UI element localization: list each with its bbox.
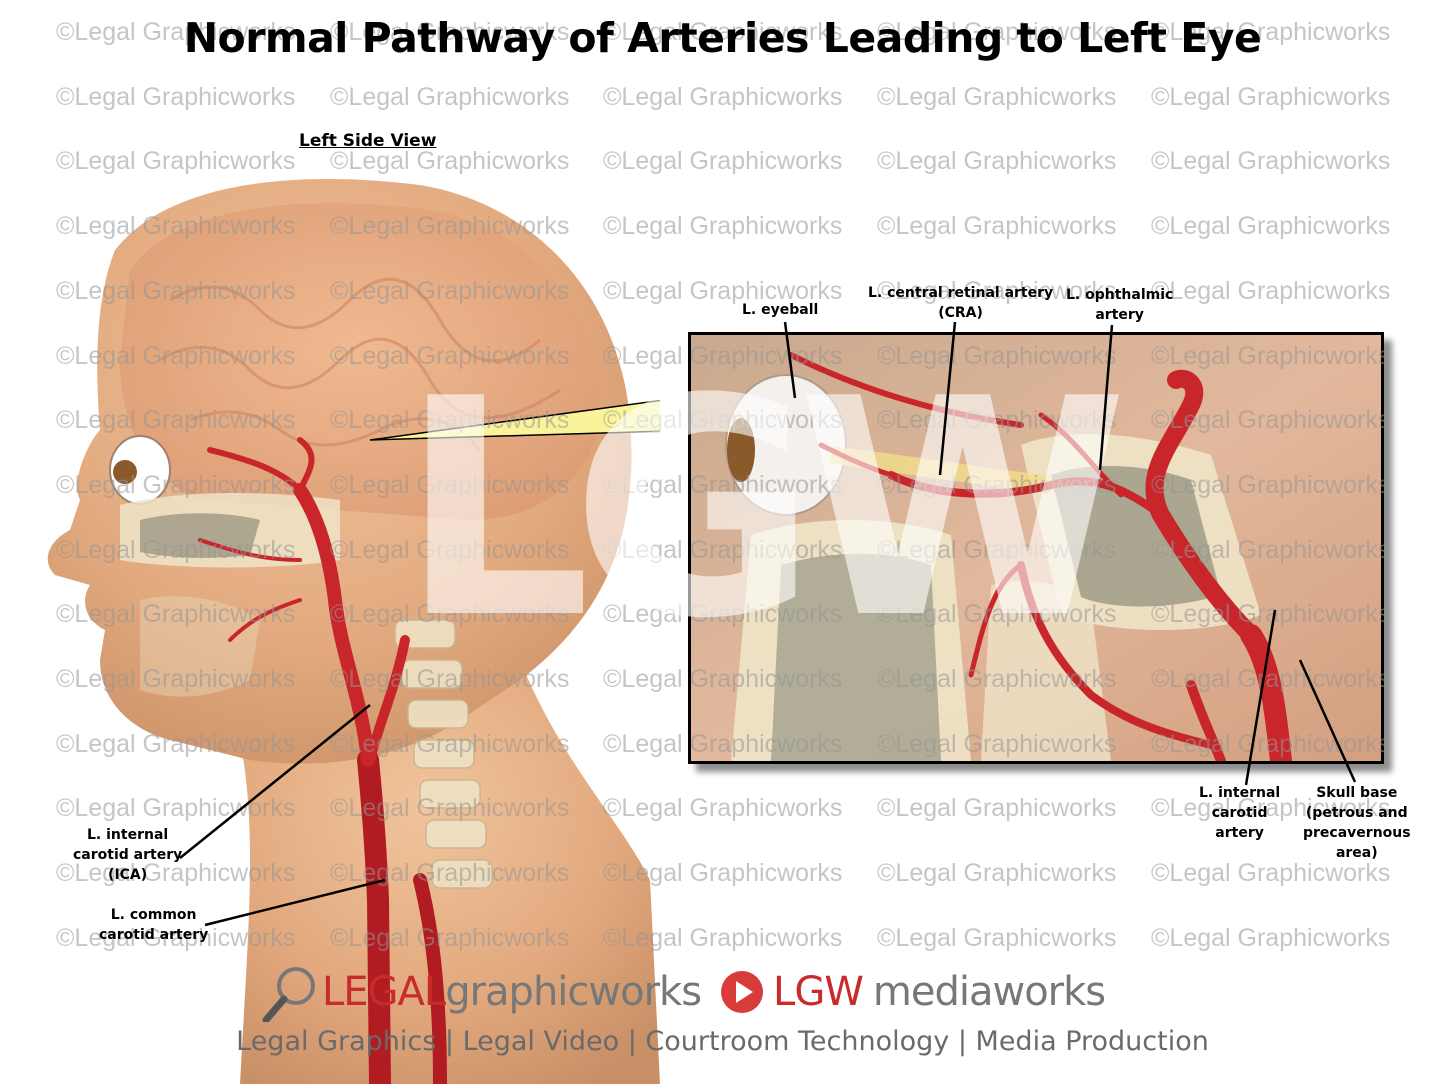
watermark-text: ©Legal Graphicworks bbox=[1151, 212, 1391, 241]
watermark-text: ©Legal Graphicworks bbox=[877, 82, 1117, 111]
zoom-pointer bbox=[369, 399, 660, 441]
watermark-text: ©Legal Graphicworks bbox=[330, 82, 570, 111]
brand-mediaworks: mediaworks bbox=[872, 969, 1106, 1015]
label-internal-carotid-right: L. internal carotid artery bbox=[1199, 785, 1281, 841]
cervical-spine bbox=[394, 619, 493, 889]
label-internal-carotid-left: L. internal carotid artery (ICA) bbox=[73, 827, 183, 883]
label-skull-base: Skull base (petrous and precavernous are… bbox=[1303, 785, 1411, 861]
watermark-text: ©Legal Graphicworks bbox=[877, 923, 1117, 952]
label-central-retinal-artery: L. central retinal artery (CRA) bbox=[868, 285, 1054, 321]
page-title: Normal Pathway of Arteries Leading to Le… bbox=[183, 14, 1262, 62]
brand-lgw: LGW bbox=[773, 969, 864, 1015]
brand-legal: LEGAL bbox=[322, 969, 446, 1015]
watermark-text: ©Legal Graphicworks bbox=[877, 212, 1117, 241]
watermark-text: ©Legal Graphicworks bbox=[877, 859, 1117, 888]
watermark-text: ©Legal Graphicworks bbox=[1151, 147, 1391, 176]
lgw-watermark-logo: LGW bbox=[400, 335, 1128, 684]
magnifier-icon bbox=[262, 967, 315, 1022]
footer-tagline: Legal Graphics | Legal Video | Courtroom… bbox=[236, 1026, 1209, 1057]
label-eyeball: L. eyeball bbox=[742, 302, 819, 318]
watermark-text: ©Legal Graphicworks bbox=[1151, 82, 1391, 111]
label-common-carotid: L. common carotid artery bbox=[99, 907, 209, 943]
watermark-text: ©Legal Graphicworks bbox=[877, 794, 1117, 823]
watermark-text: ©Legal Graphicworks bbox=[1151, 859, 1391, 888]
watermark-text: ©Legal Graphicworks bbox=[1151, 923, 1391, 952]
watermark-text: ©Legal Graphicworks bbox=[603, 82, 843, 111]
brain-shape bbox=[120, 203, 601, 520]
watermark-text: ©Legal Graphicworks bbox=[56, 82, 296, 111]
play-icon bbox=[721, 971, 764, 1013]
watermark-text: ©Legal Graphicworks bbox=[1151, 276, 1391, 305]
view-subtitle: Left Side View bbox=[299, 131, 437, 151]
brand-graphicworks: graphicworks bbox=[445, 969, 702, 1015]
label-ophthalmic-artery: L. ophthalmic artery bbox=[1066, 287, 1174, 323]
watermark-text: ©Legal Graphicworks bbox=[877, 147, 1117, 176]
footer-brand: LEGAL graphicworks LGW mediaworks bbox=[260, 962, 1106, 1022]
